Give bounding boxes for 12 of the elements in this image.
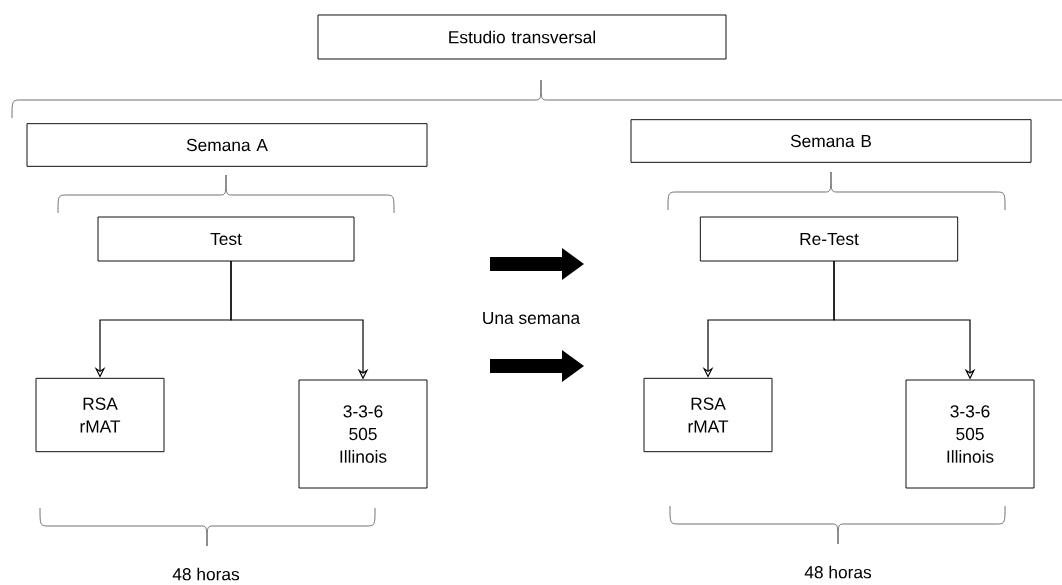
box: Re-Test: [699, 216, 959, 262]
text-label: Una semana: [483, 311, 581, 325]
box: Semana A: [26, 123, 428, 167]
box: Test: [97, 216, 355, 262]
box: 3-3-6 505 Illinois: [298, 379, 428, 489]
box: Estudio transversal: [317, 14, 727, 60]
box: RSA rMAT: [35, 377, 165, 453]
box: 3-3-6 505 Illinois: [905, 379, 1035, 489]
text-label: 48 horas: [804, 565, 872, 579]
text-label: 48 horas: [172, 567, 240, 581]
box: Semana B: [630, 119, 1032, 163]
box: RSA rMAT: [643, 377, 773, 453]
